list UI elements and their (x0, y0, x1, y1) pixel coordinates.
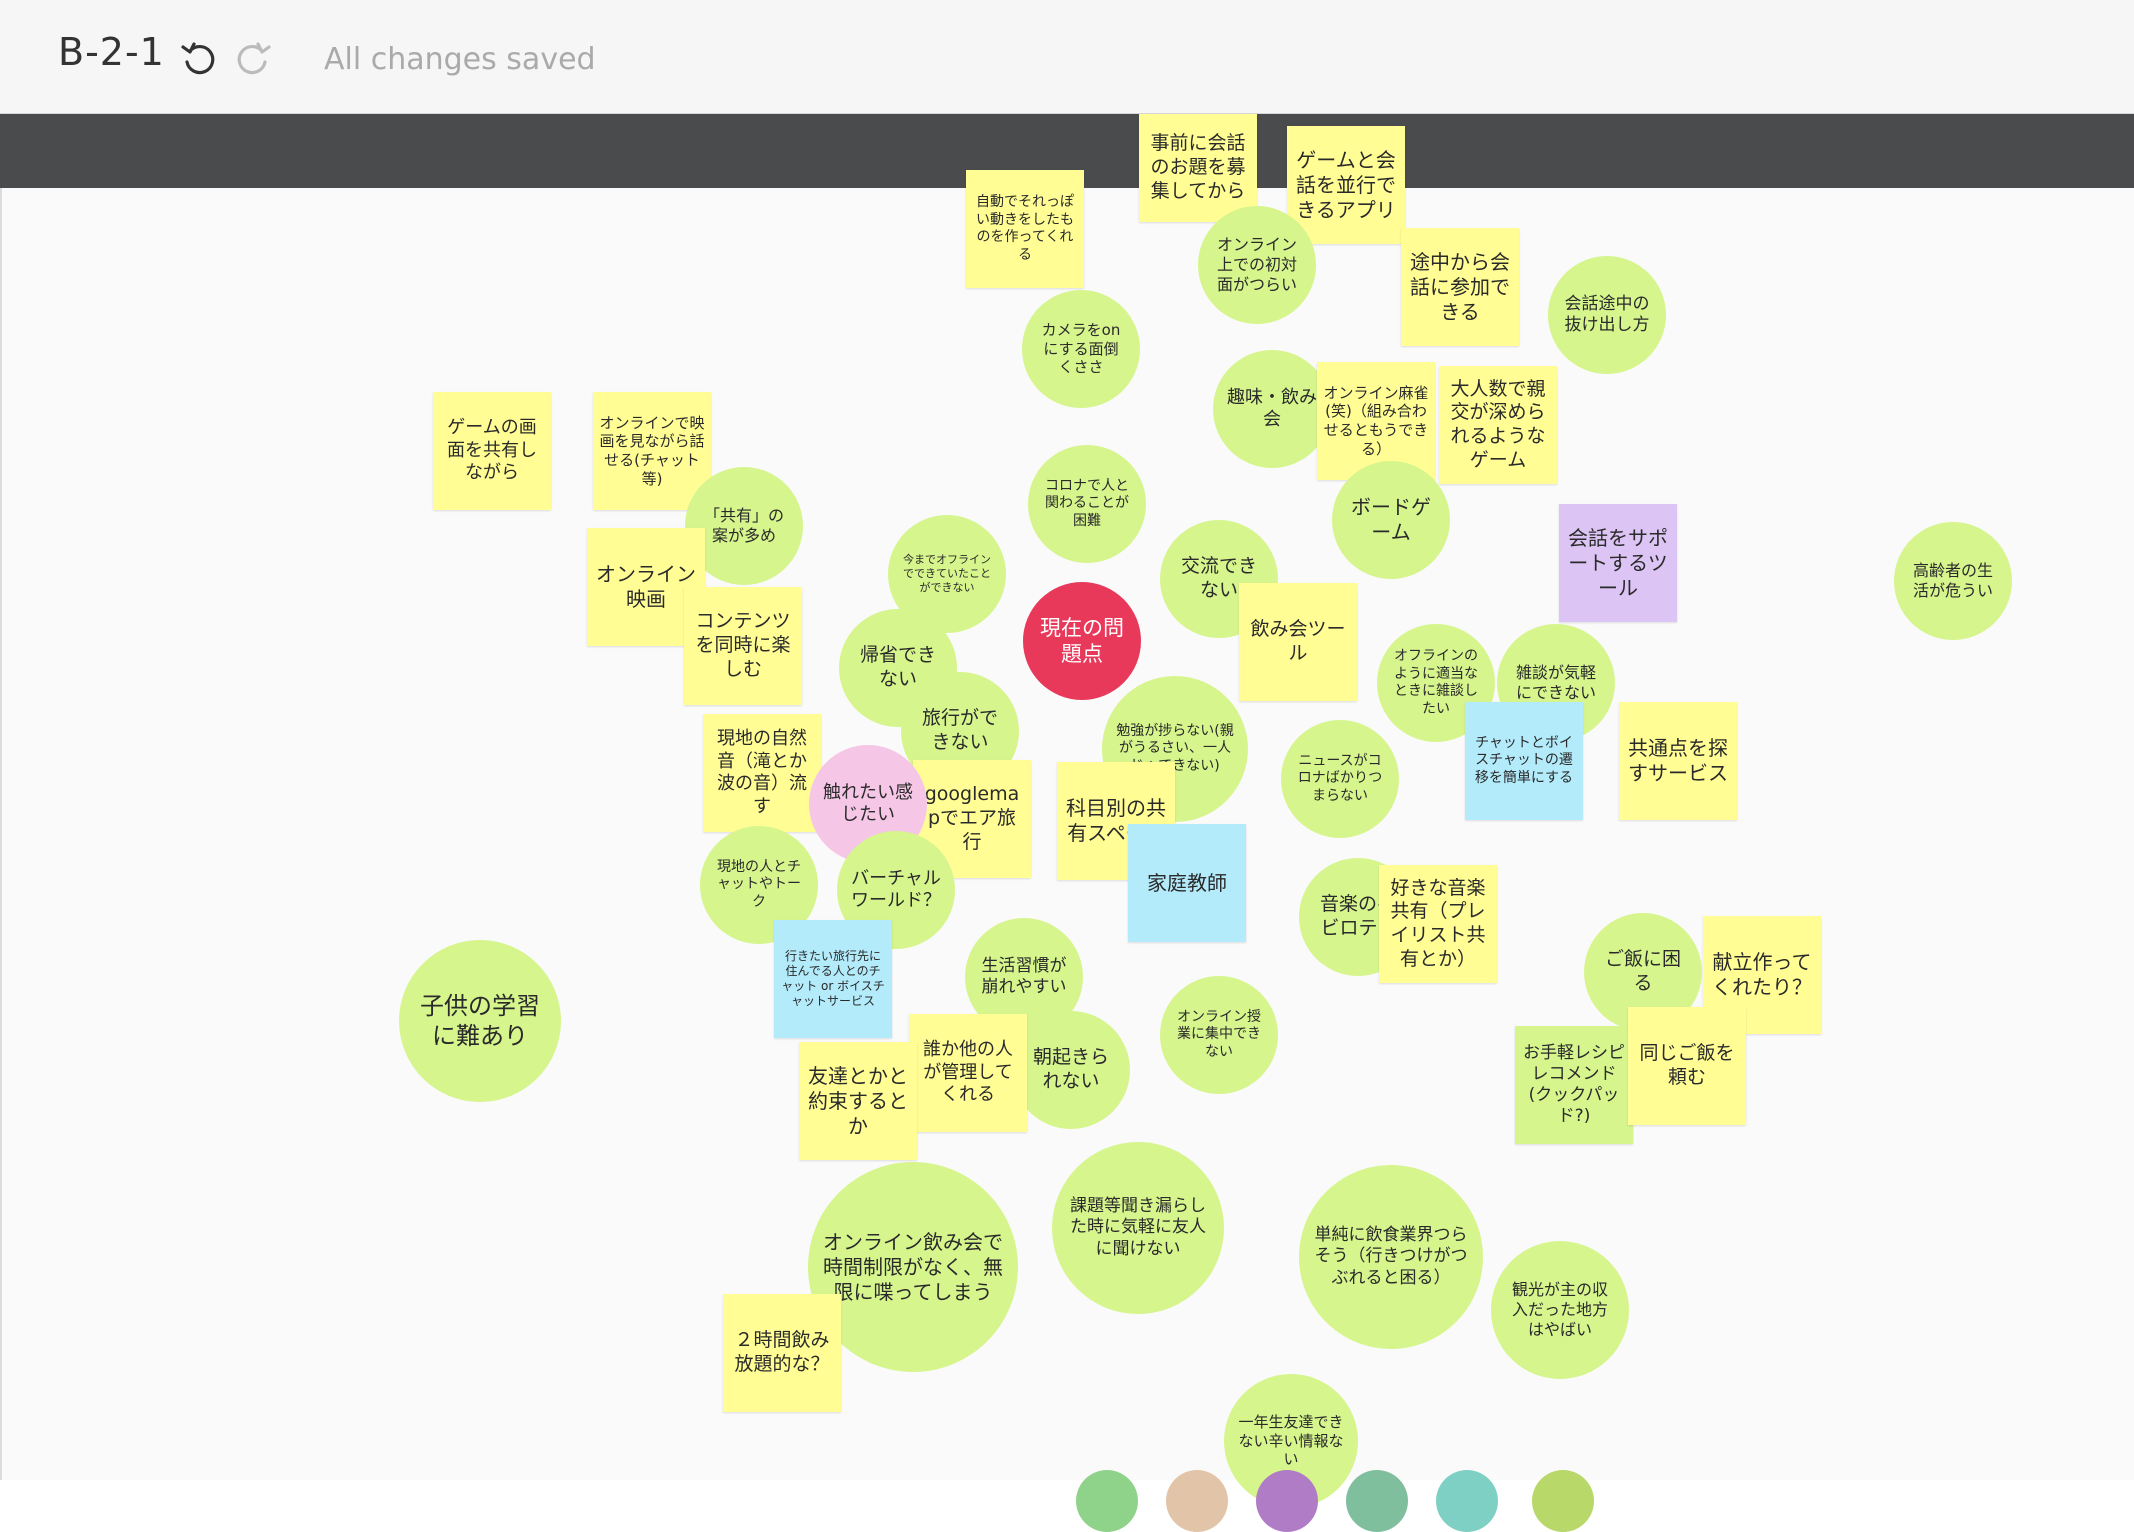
sticky-note[interactable]: 行きたい旅行先に住んでる人とのチャット or ボイスチャットサービス (774, 920, 892, 1038)
sticky-note[interactable]: ２時間飲み放題的な？ (723, 1294, 841, 1412)
sticky-note[interactable]: 事前に会話のお題を募集してから (1139, 114, 1257, 222)
sticky-note[interactable]: 飲み会ツール (1239, 583, 1357, 701)
save-status-text: All changes saved (324, 42, 596, 77)
idea-bubble[interactable]: バーチャルワールド？ (837, 831, 955, 949)
idea-bubble[interactable]: オンライン上での初対面がつらい (1198, 206, 1316, 324)
partial-bubble[interactable] (1436, 1470, 1498, 1532)
idea-bubble[interactable]: 高齢者の生活が危うい (1894, 522, 2012, 640)
idea-bubble[interactable]: 子供の学習に難あり (399, 940, 561, 1102)
sticky-note[interactable]: 友達とかと約束するとか (799, 1042, 917, 1160)
sticky-note[interactable]: 誰か他の人が管理してくれる (909, 1014, 1027, 1132)
redo-icon[interactable] (232, 38, 274, 80)
sticky-note[interactable]: 途中から会話に参加できる (1401, 228, 1519, 346)
idea-bubble[interactable]: ボードゲーム (1332, 461, 1450, 579)
sticky-note[interactable]: 現地の自然音（滝とか波の音）流す (703, 714, 821, 832)
idea-bubble[interactable]: 趣味・飲み会 (1213, 350, 1331, 468)
sticky-note[interactable]: 会話をサポートするツール (1559, 504, 1677, 622)
sticky-note[interactable]: 好きな音楽共有（プレイリスト共有とか） (1379, 865, 1497, 983)
partial-bubble[interactable] (1532, 1470, 1594, 1532)
sticky-note[interactable]: 大人数で親交が深められるようなゲーム (1439, 366, 1557, 484)
idea-bubble[interactable]: オンライン授業に集中できない (1160, 976, 1278, 1094)
sticky-note[interactable]: オンライン麻雀(笑)（組み合わせるともうできる） (1317, 362, 1435, 480)
sticky-note[interactable]: 自動でそれっぽい動きをしたものを作ってくれる (966, 170, 1084, 288)
idea-bubble[interactable]: ニュースがコロナばかりつまらない (1281, 720, 1399, 838)
sticky-note[interactable]: 献立作ってくれたり？ (1703, 916, 1821, 1034)
sticky-note[interactable]: 共通点を探すサービス (1619, 702, 1737, 820)
idea-bubble[interactable]: 現地の人とチャットやトーク (700, 826, 818, 944)
idea-bubble[interactable]: コロナで人と関わることが困難 (1028, 445, 1146, 563)
sticky-note[interactable]: ゲームと会話を並行できるアプリ (1287, 126, 1405, 244)
idea-bubble[interactable]: 現在の問題点 (1023, 582, 1141, 700)
sticky-note[interactable]: ゲームの画面を共有しながら (433, 392, 551, 510)
idea-bubble[interactable]: カメラをonにする面倒くささ (1022, 290, 1140, 408)
idea-bubble[interactable]: 観光が主の収入だった地方はやばい (1491, 1241, 1629, 1379)
sticky-note[interactable]: 家庭教師 (1128, 824, 1246, 942)
idea-bubble[interactable]: 朝起きられない (1012, 1011, 1130, 1129)
partial-bubble[interactable] (1346, 1470, 1408, 1532)
sticky-note[interactable]: オンラインで映画を見ながら話せる(チャット等) (593, 392, 711, 510)
idea-bubble[interactable]: 単純に飲食業界つらそう（行きつけがつぶれると困る） (1299, 1165, 1483, 1349)
top-toolbar: B-2-1 All changes saved (0, 0, 2134, 114)
idea-bubble[interactable]: 会話途中の抜け出し方 (1548, 256, 1666, 374)
idea-bubble[interactable]: オンライン飲み会で時間制限がなく、無限に喋ってしまう (808, 1162, 1018, 1372)
partial-bubble[interactable] (1076, 1470, 1138, 1532)
idea-bubble[interactable]: 課題等聞き漏らした時に気軽に友人に聞けない (1052, 1142, 1224, 1314)
board-title[interactable]: B-2-1 (58, 30, 165, 74)
partial-bubble[interactable] (1166, 1470, 1228, 1532)
sticky-note[interactable]: お手軽レシピレコメンド(クックパッド?) (1515, 1026, 1633, 1144)
sticky-note[interactable]: チャットとボイスチャットの遷移を簡単にする (1465, 702, 1583, 820)
sticky-note[interactable]: 同じご飯を頼む (1628, 1007, 1746, 1125)
partial-bubble[interactable] (1256, 1470, 1318, 1532)
whiteboard-canvas[interactable]: 事前に会話のお題を募集してからゲームと会話を並行できるアプリ 自動でそれっぽい動き… (0, 114, 2134, 1532)
sticky-note[interactable]: コンテンツを同時に楽しむ (684, 587, 802, 705)
undo-icon[interactable] (178, 38, 220, 80)
